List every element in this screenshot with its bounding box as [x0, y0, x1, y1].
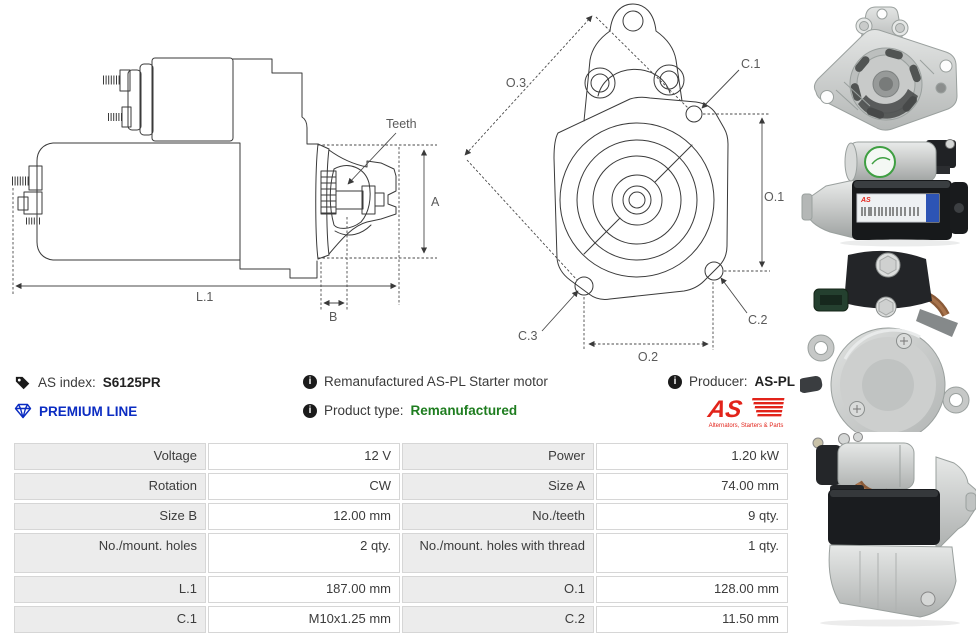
- dim-c2-label: C.2: [748, 313, 768, 327]
- spec-label: Rotation: [14, 473, 206, 500]
- premium-line-label: PREMIUM LINE: [39, 403, 138, 419]
- spec-value: CW: [208, 473, 400, 500]
- spec-value: 1.20 kW: [596, 443, 788, 470]
- dimension-lines-front: [464, 15, 770, 350]
- dim-o3-label: O.3: [506, 76, 526, 90]
- spec-value: 128.00 mm: [596, 576, 788, 603]
- cover-screws: [849, 333, 912, 417]
- product-description: Remanufactured AS-PL Starter motor: [324, 374, 548, 389]
- producer-label: Producer:: [689, 374, 748, 389]
- as-pl-logo: AS Alternators, Starters & Parts: [705, 396, 785, 429]
- dim-c3-label: C.3: [518, 329, 538, 343]
- description-row: i Remanufactured AS-PL Starter motor: [303, 374, 548, 389]
- spec-label: Size B: [14, 503, 206, 530]
- spec-label: No./mount. holes: [14, 533, 206, 573]
- product-photo-side-left[interactable]: AS: [800, 136, 976, 248]
- diamond-icon: [14, 403, 32, 419]
- premium-line-row: PREMIUM LINE: [14, 403, 137, 419]
- logo-text: AS: [705, 396, 744, 423]
- spec-label: C.2: [402, 606, 594, 633]
- dim-b-label: B: [329, 310, 337, 324]
- pinion-gear: [320, 170, 385, 215]
- info-icon: i: [668, 374, 682, 389]
- solenoid-outline: [119, 57, 234, 142]
- logo-tagline: Alternators, Starters & Parts: [709, 423, 784, 429]
- as-index-row: AS index: S6125PR: [14, 374, 161, 391]
- spec-label: L.1: [14, 576, 206, 603]
- product-photo-side-right[interactable]: [800, 431, 976, 627]
- svg-text:AS: AS: [860, 197, 871, 204]
- spec-value: 74.00 mm: [596, 473, 788, 500]
- spec-value: 1 qty.: [596, 533, 788, 573]
- spec-label: O.1: [402, 576, 594, 603]
- as-index-value: S6125PR: [102, 375, 161, 390]
- dim-a-label: A: [431, 195, 440, 209]
- front-outline: [553, 3, 729, 300]
- spec-label: C.1: [14, 606, 206, 633]
- spec-label: Voltage: [14, 443, 206, 470]
- info-icon: i: [303, 403, 317, 418]
- spec-value: 2 qty.: [208, 533, 400, 573]
- dimension-lines-side: [12, 132, 437, 310]
- as-index-label: AS index:: [38, 375, 96, 390]
- spec-value: 187.00 mm: [208, 576, 400, 603]
- spec-label: Size A: [402, 473, 594, 500]
- dim-o1-label: O.1: [764, 190, 784, 204]
- technical-drawing-front-view: O.3 C.1 O.1 C.2 C.3 O.2: [464, 3, 784, 364]
- spec-value: 11.50 mm: [596, 606, 788, 633]
- dim-c1-label: C.1: [741, 57, 761, 71]
- spec-label: No./teeth: [402, 503, 594, 530]
- spec-label: Power: [402, 443, 594, 470]
- spec-value: 12.00 mm: [208, 503, 400, 530]
- dim-l1-label: L.1: [196, 290, 213, 304]
- producer-value: AS-PL: [754, 374, 796, 389]
- technical-drawing-side-view: Teeth A L.1 B: [12, 57, 440, 324]
- product-photo-rear[interactable]: [800, 249, 976, 432]
- product-type-label: Product type:: [324, 403, 404, 418]
- teeth-label: Teeth: [386, 117, 417, 131]
- tag-icon: [15, 376, 30, 390]
- product-photo-front-flange[interactable]: [800, 2, 976, 135]
- drive-housing-outline: [232, 58, 397, 279]
- spec-label: No./mount. holes with thread: [402, 533, 594, 573]
- dim-o2-label: O.2: [638, 350, 658, 364]
- spec-value: 12 V: [208, 443, 400, 470]
- product-type-row: i Product type: Remanufactured: [303, 403, 517, 418]
- spec-value: M10x1.25 mm: [208, 606, 400, 633]
- producer-row: i Producer: AS-PL: [668, 374, 795, 389]
- motor-body-outline: [17, 142, 241, 261]
- photo-column: AS: [800, 0, 976, 636]
- product-type-value: Remanufactured: [410, 403, 518, 418]
- spec-value: 9 qty.: [596, 503, 788, 530]
- spec-table: Voltage 12 V Power 1.20 kW Rotation CW S…: [14, 443, 790, 633]
- info-icon: i: [303, 374, 317, 389]
- product-label: AS: [856, 193, 940, 223]
